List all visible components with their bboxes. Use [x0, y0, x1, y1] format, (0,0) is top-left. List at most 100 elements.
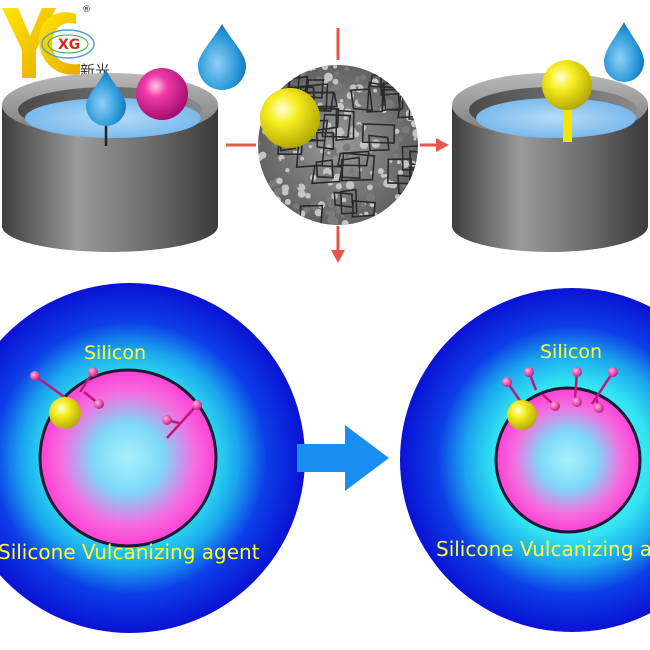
micro-grain [341, 197, 347, 203]
logo-orbit [41, 29, 95, 59]
micro-grain [348, 167, 355, 174]
micro-cell-boundary [361, 123, 396, 144]
micro-grain [396, 69, 404, 77]
right-falling-droplet [604, 22, 644, 82]
molecule-atom [502, 377, 512, 387]
logo-c-letter [38, 12, 80, 75]
micro-grain [342, 143, 351, 152]
micro-grain [384, 99, 394, 109]
micro-grain [408, 188, 417, 198]
micro-grain [361, 65, 368, 69]
micro-cell-boundary [409, 166, 418, 197]
left-core [38, 368, 218, 548]
micro-grain [273, 187, 283, 197]
micro-grain [286, 211, 294, 219]
micro-grain [397, 83, 401, 88]
logo-monogram: XG [58, 37, 80, 53]
micro-grain [361, 65, 365, 68]
micro-grain [361, 202, 366, 207]
micro-grain [333, 65, 338, 69]
micro-grain [373, 88, 378, 93]
micro-cell-boundary [315, 159, 334, 179]
micro-grain [327, 144, 331, 148]
micro-grain [268, 80, 273, 85]
micro-grain [320, 98, 326, 104]
micro-grain [330, 217, 339, 225]
micro-grain [301, 160, 308, 168]
molecule-atom [30, 371, 40, 381]
micro-grain [392, 68, 396, 72]
micro-grain [268, 180, 277, 188]
micro-cell-boundary [333, 191, 354, 209]
micro-grain [321, 65, 329, 71]
micro-grain [339, 98, 344, 103]
micro-grain [258, 86, 266, 94]
molecule-bond [166, 404, 198, 439]
micro-grain [394, 194, 401, 200]
micro-grain [281, 184, 290, 192]
left-sphere-diagram: Silicon Silicone Vulcanizing agent [0, 283, 305, 633]
micro-cell-boundary [350, 88, 374, 112]
micro-grain [367, 184, 373, 191]
right-agent-label: Silicone Vulcanizing agent [436, 537, 650, 561]
left-container-wall [2, 105, 218, 252]
micro-grain [372, 114, 376, 118]
micro-grain [355, 124, 364, 133]
micro-grain [280, 65, 289, 70]
micro-grain [412, 128, 418, 138]
micro-cell-boundary [305, 79, 325, 99]
micro-grain [366, 193, 376, 203]
right-yellow-particle [507, 400, 537, 430]
micro-grain [401, 125, 410, 134]
micro-grain [360, 74, 367, 81]
micro-grain [284, 198, 291, 206]
micro-grain [412, 91, 416, 96]
micro-grain [412, 65, 417, 68]
right-container-wall [452, 105, 648, 252]
micro-grain [335, 183, 343, 190]
molecule-atom [94, 399, 104, 409]
center-micrograph [226, 28, 449, 263]
micro-grain [258, 102, 263, 107]
micro-grain [334, 152, 339, 157]
micro-grain [258, 140, 261, 146]
micro-cell-boundary [409, 189, 418, 210]
micro-grain [291, 213, 297, 219]
left-yellow-particle [49, 397, 81, 429]
micro-grain [305, 192, 311, 199]
micro-cell-boundary [340, 188, 358, 215]
micro-grain [281, 158, 285, 163]
micro-cell-boundary [261, 218, 281, 225]
micro-cell-boundary [404, 195, 418, 225]
micro-grain [298, 215, 305, 222]
micro-grain [345, 153, 349, 158]
micro-cell-boundary [401, 144, 418, 171]
micro-grain [410, 205, 416, 211]
micro-grain [386, 218, 395, 225]
micro-cell-boundary [335, 109, 355, 141]
micro-grain [303, 206, 311, 214]
brand-logo: XG 新光 ® [2, 5, 110, 80]
micro-grain [357, 96, 367, 106]
micro-cell-boundary [311, 164, 344, 185]
micro-grain [276, 177, 283, 185]
micro-grain [364, 211, 369, 216]
micro-grain [258, 218, 262, 225]
arrow-right-red [420, 138, 449, 152]
micro-grain [409, 78, 415, 85]
micro-grain [401, 183, 406, 188]
micro-cell-boundary [340, 156, 361, 180]
micro-grain [324, 72, 333, 82]
micro-grain [412, 220, 417, 225]
molecule-atom [572, 367, 582, 377]
micro-grain [384, 129, 389, 133]
left-falling-droplet [198, 24, 246, 90]
micro-grain [389, 159, 393, 163]
micro-grain [340, 214, 345, 218]
micro-grain [327, 200, 333, 207]
micro-grain [383, 174, 388, 178]
micro-cell-boundary [366, 81, 386, 113]
molecule-atom [608, 367, 618, 377]
micro-grain [391, 141, 399, 150]
